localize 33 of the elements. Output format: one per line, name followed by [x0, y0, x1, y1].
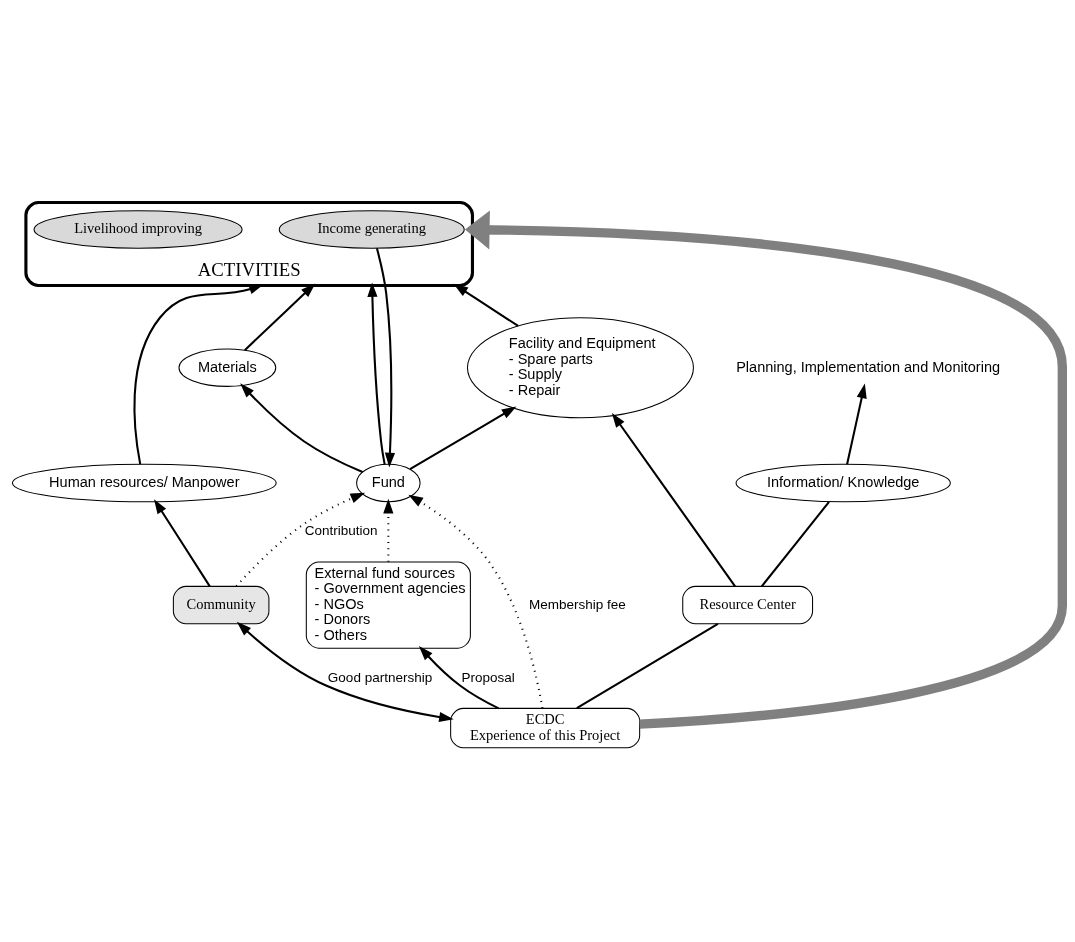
edge-label: Good partnership: [327, 669, 433, 685]
arrow: [383, 498, 394, 562]
arrow: [409, 406, 517, 471]
node-ellipse: Information/ Knowledge: [735, 463, 951, 503]
node-ellipse: Materials: [178, 348, 277, 387]
arrow: [611, 412, 736, 587]
arrow: [154, 499, 211, 587]
arrow: [133, 284, 264, 465]
arrow: [235, 492, 366, 587]
node-box: Community: [172, 585, 270, 625]
node-box: ECDC Experience of this Project: [450, 707, 641, 749]
connector: [760, 501, 830, 587]
arrow: [375, 248, 396, 468]
arrow: [846, 383, 867, 465]
node-box: Resource Center: [682, 585, 814, 625]
arrow: [453, 283, 519, 327]
arrow: [244, 283, 316, 351]
arrow: [240, 383, 363, 473]
node-box: External fund sources - Government agencies - NGOs - Donors - Others: [305, 561, 471, 649]
edge-label: Proposal: [461, 669, 515, 685]
node-text: Planning, Implementation and Monitoring: [736, 358, 1001, 375]
arrow: [236, 621, 454, 723]
arrow: [367, 282, 386, 465]
node-ellipse: Fund: [356, 463, 421, 503]
node-ellipse: Income generating: [278, 210, 465, 249]
connector: [576, 623, 719, 710]
arrow: [408, 494, 544, 709]
arrow: [464, 210, 1067, 729]
node-ellipse: Human resources/ Manpower: [11, 463, 277, 503]
node-ellipse: Livelihood improving: [33, 210, 243, 249]
arrow: [418, 645, 500, 710]
edge-label: Membership fee: [528, 596, 626, 612]
edge-label: Contribution: [304, 523, 378, 539]
